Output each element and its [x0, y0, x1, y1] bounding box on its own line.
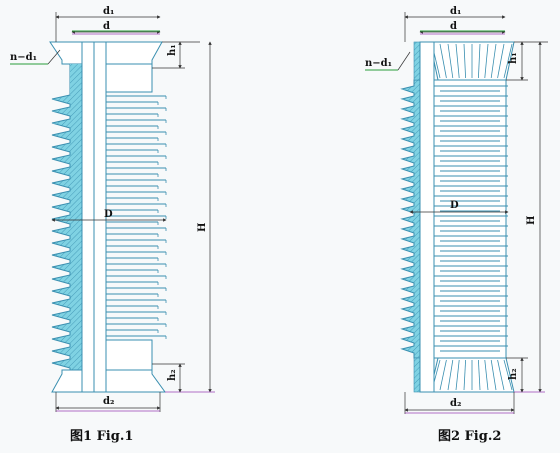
label-H: H [197, 223, 208, 232]
flange-rib [503, 43, 513, 79]
figure-1-caption: 图1 Fig.1 [70, 429, 133, 444]
right-shed-view [433, 79, 508, 359]
figure-2-caption: 图2 Fig.2 [438, 429, 501, 444]
label-H: H [526, 216, 537, 225]
shed-cut-profile [51, 63, 83, 371]
flange-rib [497, 43, 505, 79]
flange-rib [447, 43, 454, 79]
label-d1: d₁ [450, 6, 461, 17]
label-h2: h₂ [508, 368, 519, 380]
label-d1: d₁ [103, 6, 114, 17]
label-D: D [104, 209, 113, 220]
flange-rib [484, 359, 489, 391]
bottom-flange [51, 369, 166, 393]
flange-rib [455, 359, 460, 391]
flange-rib [478, 359, 481, 391]
label-d: d [103, 21, 110, 32]
right-shed-view [105, 63, 167, 371]
left-cut-section [51, 63, 83, 371]
central-tube [419, 41, 435, 393]
flange-rib [490, 43, 497, 79]
label-n-d1: n−d₁ [10, 52, 37, 63]
flange-rib [447, 359, 454, 391]
shed-cut-profile [400, 79, 421, 359]
label-n-d1: n−d₁ [365, 58, 392, 69]
label-d2: d₂ [450, 398, 461, 409]
flange-rib [439, 359, 447, 391]
left-cut-section [400, 41, 421, 393]
flange-rib [490, 359, 497, 391]
flange-rib [455, 43, 460, 79]
flange-rib [497, 359, 505, 391]
flange-rib [484, 43, 489, 79]
label-d: d [450, 21, 457, 32]
flange-rib [478, 43, 481, 79]
figure-1: d₁ d n−d₁ h₁ H D h₂ d₂ 图1 Fig.1 [10, 6, 215, 444]
label-h1: h₁ [167, 44, 178, 56]
flange-rib [463, 43, 466, 79]
figure-2: d₁ d n−d₁ h₁ H D h₂ d₂ 图2 Fig.2 [365, 6, 548, 444]
label-d2: d₂ [103, 396, 114, 407]
flange-rib [439, 43, 447, 79]
label-D: D [450, 200, 459, 211]
flange-rib [503, 359, 513, 391]
label-h2: h₂ [167, 369, 178, 381]
label-h1: h₁ [508, 52, 519, 64]
flange-rib [463, 359, 466, 391]
bottom-flange-ribs [431, 359, 513, 391]
